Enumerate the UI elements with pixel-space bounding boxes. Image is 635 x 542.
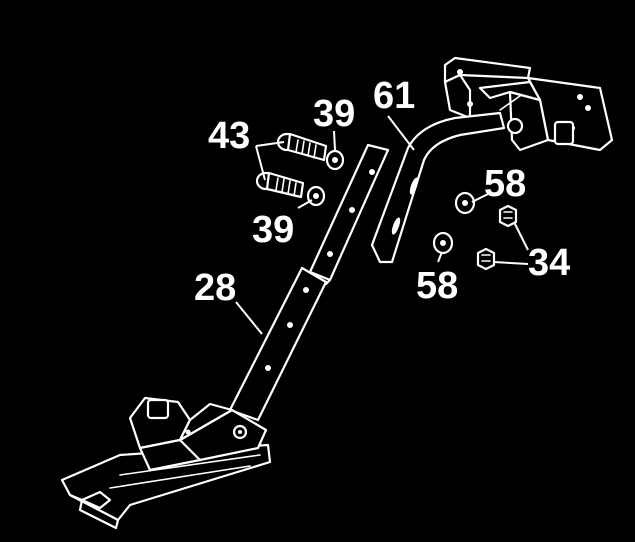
leader-34-upper (513, 221, 529, 251)
washer-lower (306, 185, 326, 207)
washer-58-upper (454, 191, 476, 215)
upper-strap (303, 143, 390, 286)
nut-34-lower (476, 247, 496, 271)
bolt-upper (276, 132, 328, 162)
top-mounting-bracket (443, 56, 614, 152)
callout-34: 34 (528, 242, 570, 284)
leader-28 (235, 301, 263, 335)
callout-58-bottom: 58 (416, 265, 458, 307)
washer-58-lower (432, 231, 454, 255)
leader-39-bottom (297, 199, 313, 209)
leader-58-top (471, 193, 489, 203)
callout-61: 61 (373, 75, 415, 117)
callout-58-top: 58 (484, 163, 526, 205)
leader-58-bottom (437, 251, 443, 263)
leader-39-top (333, 130, 336, 151)
base-rail-assembly (60, 396, 272, 530)
leader-61 (387, 115, 415, 151)
leader-43-lower (255, 145, 266, 181)
callout-39-bottom: 39 (252, 209, 294, 251)
bolt-lower (255, 171, 305, 199)
angled-arm (370, 111, 506, 264)
callout-39-top: 39 (313, 93, 355, 135)
lower-strap (228, 266, 328, 422)
leader-34-lower (493, 261, 529, 265)
nut-34-upper (498, 204, 518, 228)
callout-43: 43 (208, 115, 250, 157)
callout-28: 28 (194, 267, 236, 309)
washer-upper (325, 149, 345, 171)
leader-43-upper (255, 141, 285, 147)
